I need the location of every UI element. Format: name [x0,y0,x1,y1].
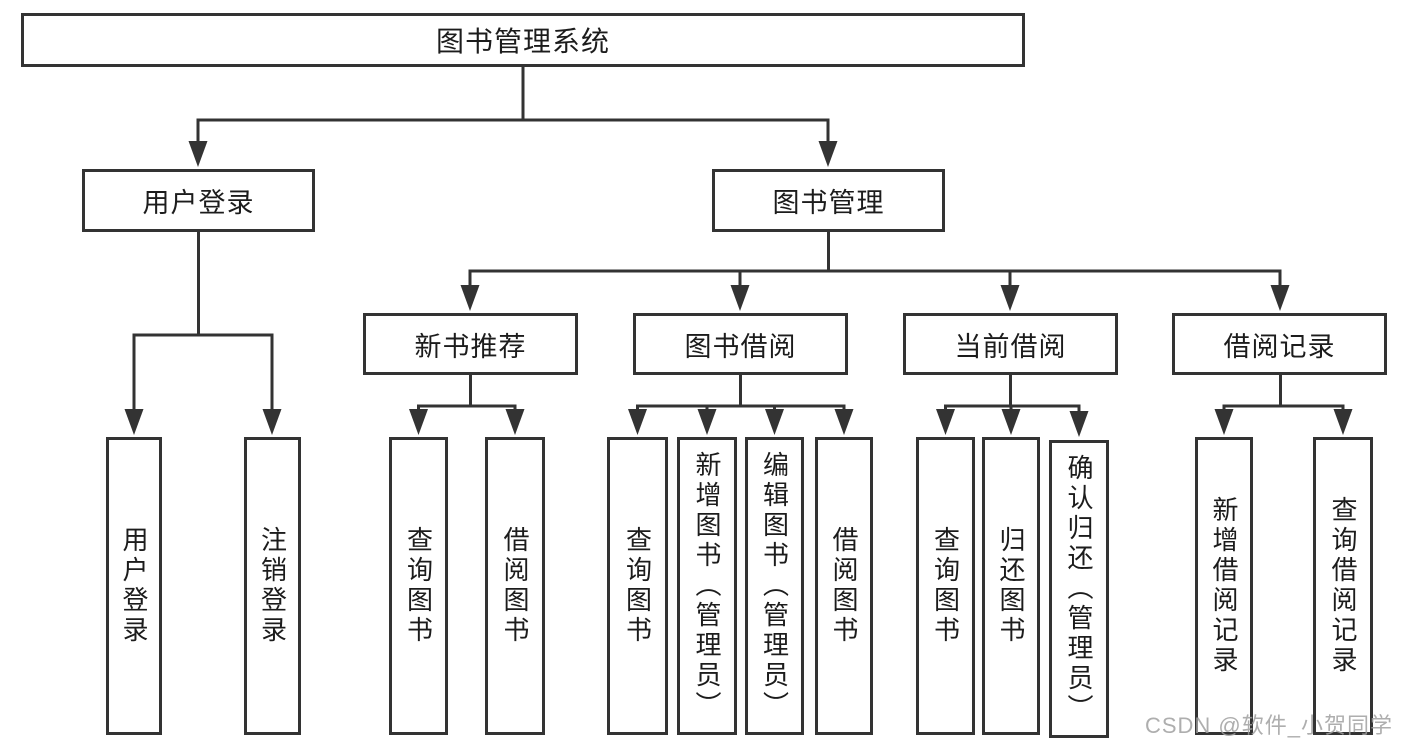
leaf-logout: 注销登录 [244,437,301,735]
node-current-borrow: 当前借阅 [903,313,1118,375]
leaf-borrow-books: 借阅图书 [815,437,873,735]
node-label: 用户登录 [142,188,255,218]
arrowhead [1001,409,1021,435]
connector-borrow-records-group [1214,373,1353,435]
leaf-label: 用户登录 [119,526,149,646]
node-user-login: 用户登录 [82,169,315,232]
leaf-borrow-books-recommend: 借阅图书 [485,437,545,735]
arrowhead [697,409,717,435]
connector-line [417,373,517,414]
arrowhead [188,141,208,167]
arrowhead [834,409,854,435]
connector-book-borrow-group [628,373,854,435]
node-label: 图书管理系统 [435,26,610,57]
leaf-query-books-borrow: 查询图书 [607,437,668,735]
arrowhead [1069,411,1089,437]
connector-book-management-to-groups [460,231,1290,311]
arrowhead [765,409,784,435]
leaf-label: 确认归还（管理员） [1064,454,1094,724]
connector-line [132,231,274,414]
leaf-label: 查询图书 [930,526,961,646]
arrowhead [460,285,480,311]
leaf-label: 归还图书 [996,526,1026,646]
connector-user-login-to-leaves [124,231,282,435]
arrowhead [1333,409,1353,435]
leaf-label: 查询借阅记录 [1328,496,1358,676]
node-label: 图书借阅 [684,331,797,362]
node-label: 当前借阅 [954,331,1067,362]
leaf-label: 新增借阅记录 [1209,496,1239,676]
node-label: 借阅记录 [1223,331,1336,362]
leaf-label: 借阅图书 [829,526,859,646]
leaf-confirm-return-admin: 确认归还（管理员） [1049,440,1109,738]
leaf-add-borrow-record: 新增借阅记录 [1195,437,1253,735]
leaf-query-borrow-record: 查询借阅记录 [1313,437,1373,735]
node-borrow-records: 借阅记录 [1172,313,1387,375]
leaf-edit-books-admin: 编辑图书（管理员） [745,437,804,735]
connector-line [468,231,1282,291]
node-book-borrow: 图书借阅 [633,313,848,375]
arrowhead [1270,285,1290,311]
leaf-label: 借阅图书 [500,526,530,646]
leaf-label: 编辑图书（管理员） [759,451,790,721]
csdn-watermark: CSDN @软件_小贺同学 [1144,713,1393,738]
connector-new-book-group [409,373,525,435]
arrowhead [936,409,955,435]
leaf-label: 新增图书（管理员） [692,451,722,721]
leaf-query-books-current: 查询图书 [916,437,975,735]
leaf-user-login: 用户登录 [106,437,162,735]
connector-line [1222,373,1345,414]
arrowhead [262,409,282,435]
leaf-return-books: 归还图书 [982,437,1040,735]
leaf-label: 查询图书 [622,526,653,646]
connector-line [944,373,1081,414]
arrowhead [124,409,144,435]
connector-line [636,373,846,414]
node-book-management: 图书管理 [712,169,945,232]
node-label: 图书管理 [772,188,885,218]
leaf-label: 查询图书 [403,526,434,646]
node-root-library-system: 图书管理系统 [21,13,1025,67]
arrowhead [628,409,647,435]
connector-current-borrow-group [936,373,1089,437]
connector-root-to-branches [188,67,838,167]
arrowhead [1214,409,1234,435]
leaf-add-books-admin: 新增图书（管理员） [677,437,737,735]
leaf-label: 注销登录 [257,526,288,646]
leaf-query-books-recommend: 查询图书 [389,437,448,735]
connector-line [196,67,830,146]
node-label: 新书推荐 [414,331,527,362]
arrowhead [505,409,525,435]
node-new-book-recommend: 新书推荐 [363,313,578,375]
arrowhead [409,409,428,435]
arrowhead [730,285,750,311]
arrowhead [1000,285,1020,311]
arrowhead [818,141,838,167]
